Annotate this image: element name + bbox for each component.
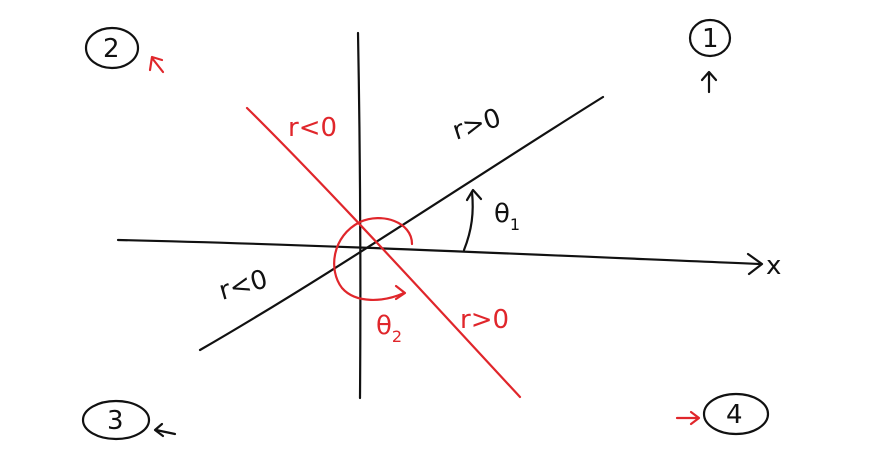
theta2-label: θ2 (376, 311, 402, 346)
quadrant-2-arrow-icon (148, 55, 165, 74)
theta1-arrowhead (465, 188, 483, 202)
quadrant-3-label: 3 (107, 406, 124, 436)
theta1-label: θ1 (494, 199, 520, 234)
quadrant-3-circle (81, 399, 151, 441)
quadrant-2-circle (84, 26, 140, 70)
x-axis-label: x (766, 251, 781, 281)
theta1-arc (462, 190, 474, 252)
y-axis (356, 31, 362, 400)
quadrant-4-label: 4 (726, 400, 743, 430)
quadrant-4-circle (702, 392, 770, 436)
quadrant-4-arrow-icon (675, 410, 701, 426)
line2-neg-label: r<0 (288, 113, 337, 143)
quadrant-1-circle (688, 18, 732, 58)
line2-pos-label: r>0 (460, 305, 509, 335)
line1 (198, 95, 605, 352)
quadrant-2-label: 2 (103, 34, 120, 64)
x-axis (116, 238, 762, 266)
x-axis-arrowhead (746, 252, 764, 276)
quadrant-1-arrow-icon (700, 70, 718, 94)
line1-neg-label: r<0 (216, 264, 271, 306)
theta2-arrowhead (394, 284, 407, 301)
line1-pos-label: r>0 (449, 103, 505, 147)
line2 (245, 106, 522, 399)
theta2-arc (333, 217, 414, 301)
quadrant-3-arrow-icon (153, 422, 177, 438)
quadrant-1-label: 1 (702, 24, 719, 54)
